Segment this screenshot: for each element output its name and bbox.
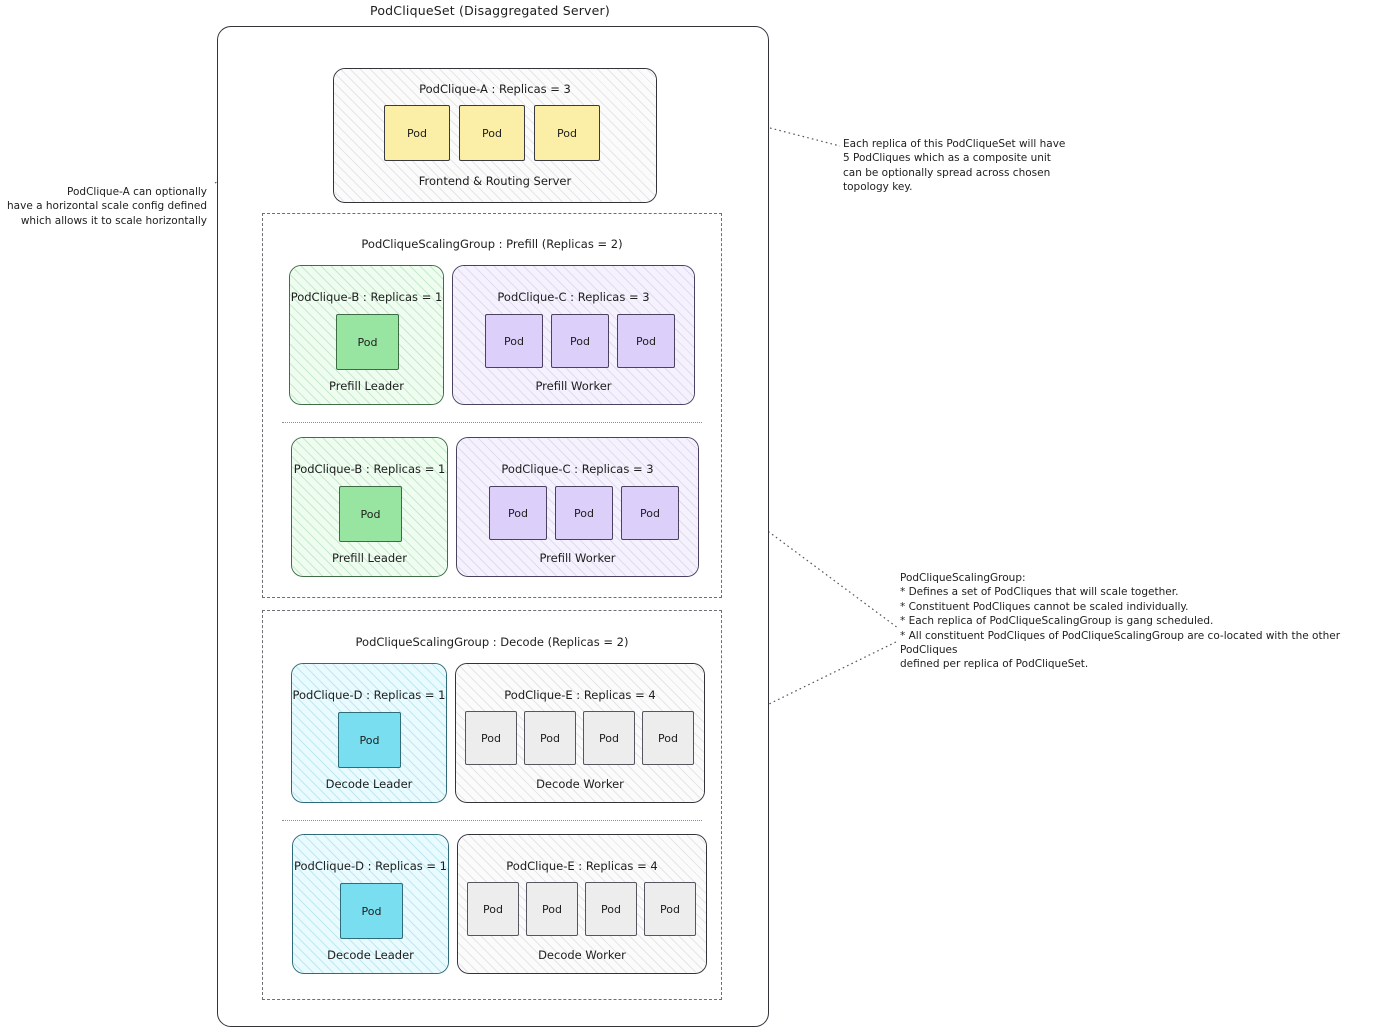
clique-title: PodClique-D : Replicas = 1 [294, 859, 447, 873]
pod-row: Pod Pod Pod Pod [467, 882, 696, 936]
scaling-group-title: PodCliqueScalingGroup : Decode (Replicas… [355, 635, 629, 649]
clique-title: PodClique-C : Replicas = 3 [497, 290, 650, 304]
note-scalinggroup-details: PodCliqueScalingGroup: * Defines a set o… [900, 572, 1341, 671]
clique-title: PodClique-A : Replicas = 3 [419, 82, 571, 96]
pod[interactable]: Pod [467, 882, 519, 936]
scaling-group-title: PodCliqueScalingGroup : Prefill (Replica… [361, 237, 623, 251]
clique-title: PodClique-C : Replicas = 3 [501, 462, 654, 476]
pod-row: Pod Pod Pod [384, 105, 600, 161]
note-podclique-a-scaling: PodClique-A can optionally have a horizo… [7, 186, 207, 227]
scaling-group-decode[interactable] [262, 610, 722, 1000]
pod[interactable]: Pod [340, 883, 403, 939]
pod-row: Pod Pod Pod [485, 314, 675, 368]
replica-divider [282, 422, 702, 423]
clique-title: PodClique-D : Replicas = 1 [292, 688, 446, 702]
page-title: PodCliqueSet (Disaggregated Server) [370, 3, 610, 18]
pod[interactable]: Pod [338, 712, 401, 768]
pod[interactable]: Pod [644, 882, 696, 936]
clique-podclique-b[interactable]: PodClique-B : Replicas = 1 Pod Prefill L… [291, 437, 448, 577]
clique-podclique-a[interactable]: PodClique-A : Replicas = 3 Pod Pod Pod F… [333, 68, 657, 203]
pod[interactable]: Pod [485, 314, 543, 368]
pod[interactable]: Pod [555, 486, 613, 540]
replica-divider [282, 820, 702, 821]
pod[interactable]: Pod [489, 486, 547, 540]
pod[interactable]: Pod [585, 882, 637, 936]
clique-caption: Frontend & Routing Server [418, 174, 572, 188]
pod-row: Pod Pod Pod Pod [465, 711, 694, 765]
clique-title: PodClique-B : Replicas = 1 [290, 290, 443, 304]
pod-row: Pod [339, 486, 402, 542]
clique-caption: Prefill Leader [328, 379, 404, 393]
scaling-group-prefill[interactable] [262, 213, 722, 598]
pod-row: Pod [336, 314, 399, 370]
clique-podclique-e[interactable]: PodClique-E : Replicas = 4 Pod Pod Pod P… [455, 663, 705, 803]
clique-podclique-d[interactable]: PodClique-D : Replicas = 1 Pod Decode Le… [292, 834, 449, 974]
clique-podclique-b[interactable]: PodClique-B : Replicas = 1 Pod Prefill L… [289, 265, 444, 405]
pod[interactable]: Pod [524, 711, 576, 765]
pod[interactable]: Pod [336, 314, 399, 370]
clique-caption: Decode Leader [325, 777, 413, 791]
clique-caption: Decode Worker [538, 948, 626, 962]
clique-caption: Prefill Worker [539, 551, 616, 565]
clique-podclique-c[interactable]: PodClique-C : Replicas = 3 Pod Pod Pod P… [456, 437, 699, 577]
pod[interactable]: Pod [621, 486, 679, 540]
clique-title: PodClique-B : Replicas = 1 [293, 462, 446, 476]
clique-title: PodClique-E : Replicas = 4 [506, 859, 658, 873]
clique-podclique-d[interactable]: PodClique-D : Replicas = 1 Pod Decode Le… [291, 663, 447, 803]
pod[interactable]: Pod [583, 711, 635, 765]
pod[interactable]: Pod [534, 105, 600, 161]
pod[interactable]: Pod [551, 314, 609, 368]
pod[interactable]: Pod [617, 314, 675, 368]
pod-row: Pod Pod Pod [489, 486, 679, 540]
note-podcliqueset-replica: Each replica of this PodCliqueSet will h… [843, 138, 1066, 194]
clique-caption: Prefill Leader [331, 551, 407, 565]
pod[interactable]: Pod [384, 105, 450, 161]
clique-title: PodClique-E : Replicas = 4 [504, 688, 656, 702]
clique-caption: Prefill Worker [535, 379, 612, 393]
pod[interactable]: Pod [526, 882, 578, 936]
clique-caption: Decode Leader [327, 948, 414, 962]
pod[interactable]: Pod [642, 711, 694, 765]
pod-row: Pod [340, 883, 403, 939]
clique-caption: Decode Worker [536, 777, 624, 791]
pod-row: Pod [338, 712, 401, 768]
pod[interactable]: Pod [339, 486, 402, 542]
pod[interactable]: Pod [459, 105, 525, 161]
pod[interactable]: Pod [465, 711, 517, 765]
clique-podclique-e[interactable]: PodClique-E : Replicas = 4 Pod Pod Pod P… [457, 834, 707, 974]
clique-podclique-c[interactable]: PodClique-C : Replicas = 3 Pod Pod Pod P… [452, 265, 695, 405]
